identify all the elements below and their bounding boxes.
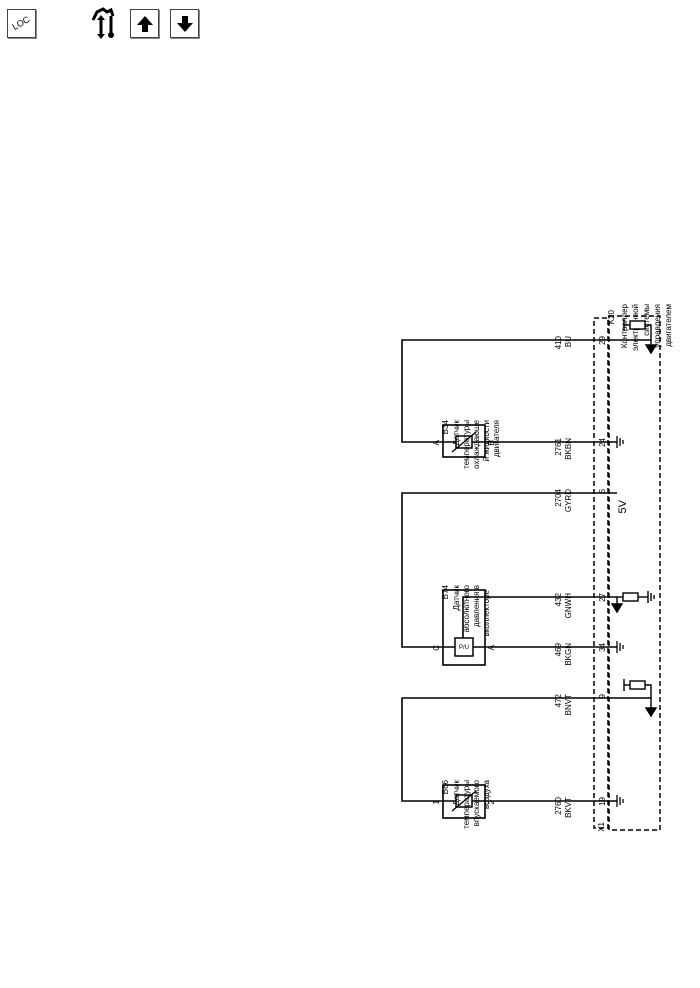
diagram-label: двигателя xyxy=(492,420,501,457)
diagram-label: BKBN xyxy=(564,438,573,460)
arrow-up-button[interactable] xyxy=(130,9,159,38)
controller-k20 xyxy=(608,315,661,831)
diagram-label: 410 xyxy=(554,335,563,349)
connector-label: X1 xyxy=(597,821,606,831)
diagram-label: вколлекторе xyxy=(482,589,491,636)
arrow-down-button[interactable] xyxy=(170,9,199,38)
diagram-label: двигателем xyxy=(664,304,673,347)
diagram-label: BKGN xyxy=(564,643,573,666)
ground-icon xyxy=(616,436,624,448)
diagram-label: C xyxy=(432,645,441,651)
diagram-label: B xyxy=(487,440,496,445)
controller-name: Контроллер электронной системы управлени… xyxy=(620,303,673,350)
diagram-label: Датчик xyxy=(452,585,461,611)
thermistor-icon xyxy=(451,790,477,812)
pressure-symbol-label: P/U xyxy=(459,645,469,651)
diagram-label: 2704 xyxy=(554,488,563,506)
diagram-label: системы xyxy=(642,304,651,336)
sensor-b66 xyxy=(442,784,486,819)
diagram-label: A xyxy=(432,439,441,445)
diagram-label: B34 xyxy=(441,419,450,434)
diagram-label: 34 xyxy=(598,642,607,651)
arrow-down-icon xyxy=(176,15,193,32)
circuit-tools-icon[interactable] xyxy=(89,6,127,40)
sensor-b74 xyxy=(442,589,486,666)
connector-x1 xyxy=(593,317,609,829)
resistor-29 xyxy=(623,319,658,355)
controller-id: K20 xyxy=(607,309,616,324)
diagram-label: температуры xyxy=(462,780,471,829)
voltage-label: 5V xyxy=(617,499,629,513)
diagram-label: BNVT xyxy=(564,694,573,715)
diagram-label: Датчик xyxy=(452,420,461,446)
sensor-b34 xyxy=(442,424,486,458)
diagram-label: абсолютного xyxy=(462,584,471,632)
diagram-label: BKVT xyxy=(564,797,573,818)
resistor-9 xyxy=(623,679,658,718)
diagram-label: B74 xyxy=(441,584,450,599)
diagram-label: BU xyxy=(564,336,573,347)
arrow-up-icon xyxy=(136,15,153,32)
loc-button[interactable]: LOC xyxy=(7,9,36,38)
thermistor-icon xyxy=(451,431,477,453)
ground-icon xyxy=(616,641,624,653)
diagram-label: 29 xyxy=(598,335,607,344)
diagram-label: й жидкости xyxy=(482,420,491,461)
diagram-label: 6 xyxy=(598,488,607,493)
diagram-label: 24 xyxy=(598,437,607,446)
pressure-transducer-icon: P/U xyxy=(454,637,474,657)
diagram-label: 9 xyxy=(598,693,607,698)
diagram-label: 2760 xyxy=(554,796,563,814)
diagram-label: 2761 xyxy=(554,437,563,455)
diagram-label: 472 xyxy=(554,693,563,707)
loop-b74 xyxy=(401,492,617,648)
diagram-label: A xyxy=(487,644,496,650)
diagram-label: 1 xyxy=(432,799,441,804)
diagram-label: GNWH xyxy=(564,593,573,619)
diagram-label: давления в xyxy=(472,585,481,627)
diagram-label: температуры xyxy=(462,420,471,469)
diagram-label: 19 xyxy=(598,796,607,805)
diagram-label: 469 xyxy=(554,642,563,656)
diagram-label: B66 xyxy=(441,779,450,794)
loop-b34 xyxy=(401,339,651,443)
diagram-label: охлаждающе xyxy=(472,419,481,468)
diagram-label: 2 xyxy=(487,799,496,804)
diagram-label: воздуха xyxy=(482,779,491,809)
diagram-label: впускаемого xyxy=(472,779,481,826)
diagram-label: 27 xyxy=(598,592,607,601)
diagram-label: 432 xyxy=(554,592,563,606)
ground-icon xyxy=(616,795,624,807)
resistor-27 xyxy=(610,591,655,614)
diagram-label: Датчик xyxy=(452,780,461,806)
loop-b66 xyxy=(401,697,651,802)
diagram-label: GYRD xyxy=(564,489,573,512)
diagram-label: управления xyxy=(653,304,662,348)
